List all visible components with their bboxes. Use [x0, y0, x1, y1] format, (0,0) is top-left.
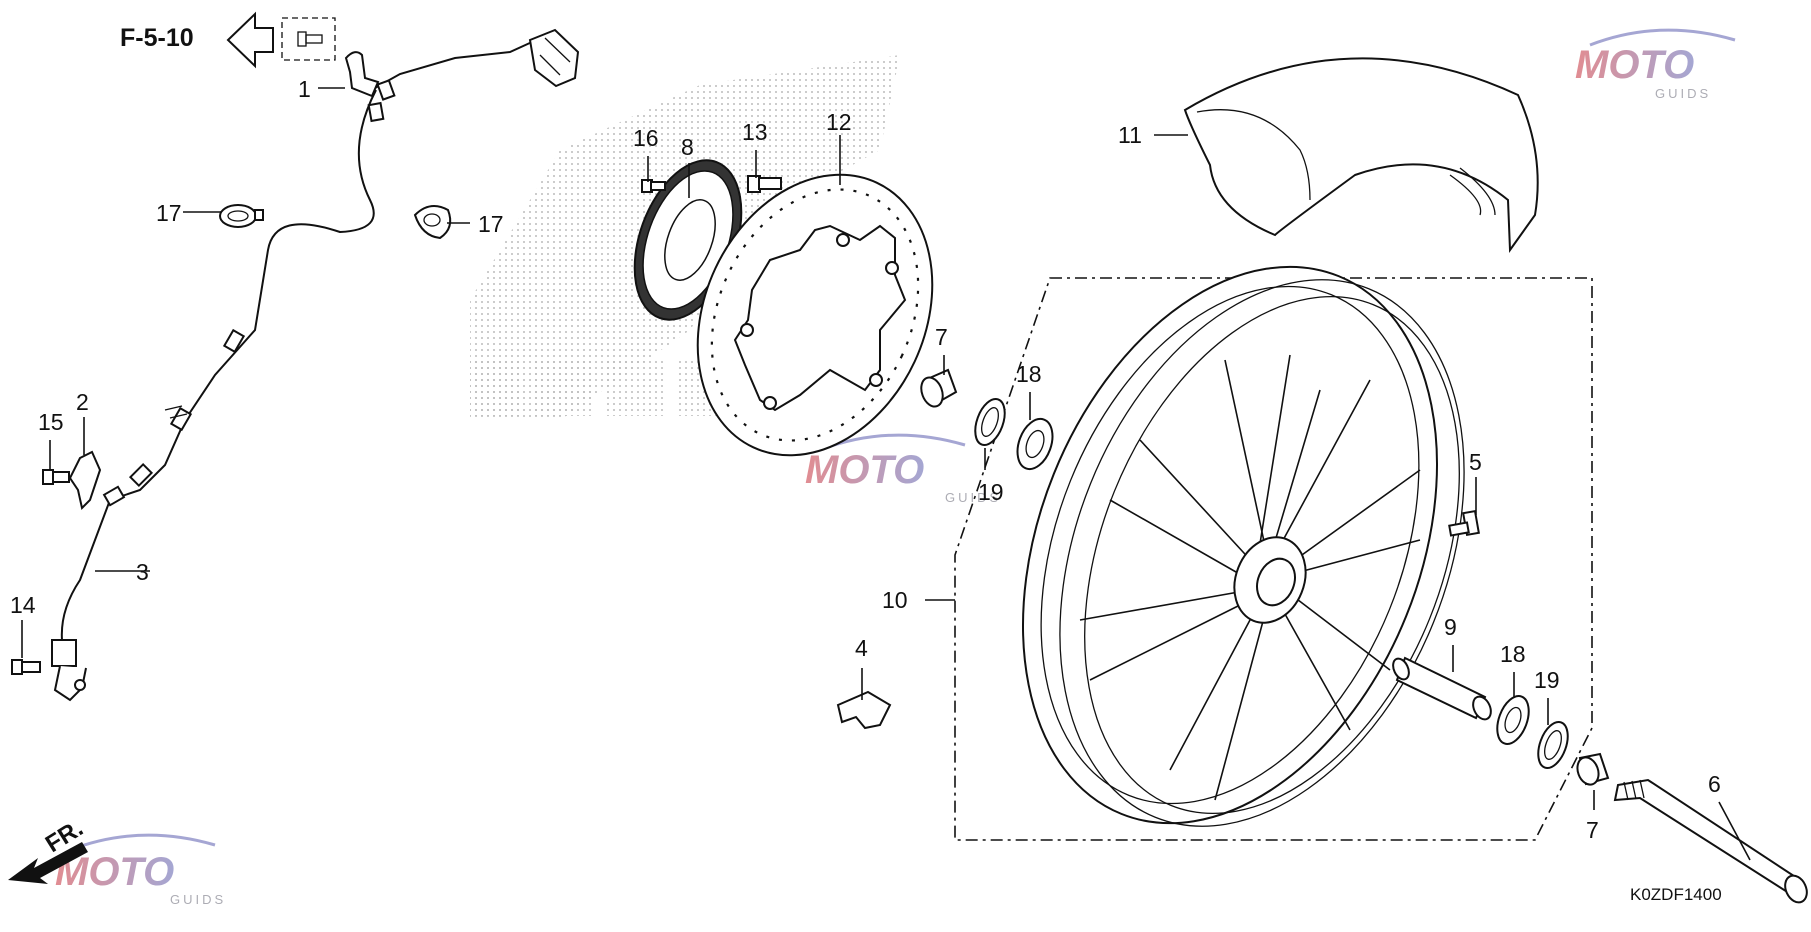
- callout-8: 8: [681, 134, 694, 160]
- callout-19-right: 19: [1534, 667, 1560, 693]
- wheel-speed-sensor: [51, 28, 580, 702]
- callout-19-left: 19: [978, 479, 1004, 505]
- bolt-14: [11, 659, 41, 675]
- svg-text:MOTO: MOTO: [805, 448, 924, 492]
- reference-box: [281, 17, 336, 61]
- reference-label: F-5-10: [120, 24, 194, 52]
- callout-7-right: 7: [1586, 817, 1599, 843]
- arrow-left-icon: [226, 11, 274, 69]
- callout-labels: 1 2 3 4 5 6 7 7 8 9 10 11 12 13 14 15 16…: [10, 76, 1721, 843]
- callout-7-left: 7: [935, 324, 948, 350]
- figure-code: K0ZDF1400: [1630, 885, 1722, 904]
- callout-12: 12: [826, 109, 852, 135]
- callout-3: 3: [136, 559, 149, 585]
- side-collar-7-left: [920, 368, 958, 408]
- brake-disc: [696, 173, 934, 457]
- bolt-5: [1448, 509, 1480, 537]
- bearing-18-right: [1496, 695, 1530, 745]
- tire: [1183, 57, 1539, 253]
- bolt-16: [641, 179, 666, 193]
- bolt-ref: [297, 31, 323, 47]
- dust-seal-19-right: [1537, 721, 1569, 769]
- callout-15: 15: [38, 409, 64, 435]
- watermark-logo-icon: MOTO GUIDS: [55, 833, 226, 907]
- bearing-18-left: [1016, 417, 1054, 471]
- wire-clamp-1: [344, 51, 380, 98]
- callout-13: 13: [742, 119, 768, 145]
- front-axle: [1613, 778, 1808, 904]
- bolt-13: [747, 175, 782, 193]
- dust-seal-19-left: [974, 398, 1006, 446]
- callout-14: 14: [10, 592, 36, 618]
- callout-18-right: 18: [1500, 641, 1526, 667]
- wheel-assembly-boundary: [954, 277, 1593, 841]
- callout-5: 5: [1469, 449, 1482, 475]
- side-collar-7-right: [1576, 752, 1610, 786]
- brake-hose-clip-4: [836, 690, 892, 730]
- callout-18-left: 18: [1016, 361, 1042, 387]
- sensor-stay: [68, 450, 102, 510]
- front-wheel: [1022, 265, 1465, 827]
- callout-17-right: 17: [478, 211, 504, 237]
- wire-clip-17-left: [219, 204, 264, 228]
- callout-17-left: 17: [156, 200, 182, 226]
- svg-text:GUIDS: GUIDS: [1655, 86, 1711, 101]
- callout-9: 9: [1444, 614, 1457, 640]
- callout-16: 16: [633, 125, 659, 151]
- distance-collar-9: [1392, 656, 1492, 721]
- leader-lines: [21, 87, 1751, 861]
- sensor-connector: [528, 28, 580, 88]
- wire-clip-17-right: [413, 205, 452, 240]
- svg-text:MOTO: MOTO: [1575, 43, 1694, 87]
- svg-text:GUIDS: GUIDS: [945, 490, 1001, 505]
- callout-1: 1: [298, 76, 311, 102]
- callout-6: 6: [1708, 771, 1721, 797]
- callout-10: 10: [882, 587, 908, 613]
- svg-text:GUIDS: GUIDS: [170, 892, 226, 907]
- watermark-logo-icon: MOTO GUIDS: [1575, 28, 1736, 101]
- callout-4: 4: [855, 635, 868, 661]
- callout-2: 2: [76, 389, 89, 415]
- bolt-15: [42, 469, 70, 485]
- sensor-head: [51, 639, 87, 702]
- callout-11: 11: [1118, 122, 1142, 148]
